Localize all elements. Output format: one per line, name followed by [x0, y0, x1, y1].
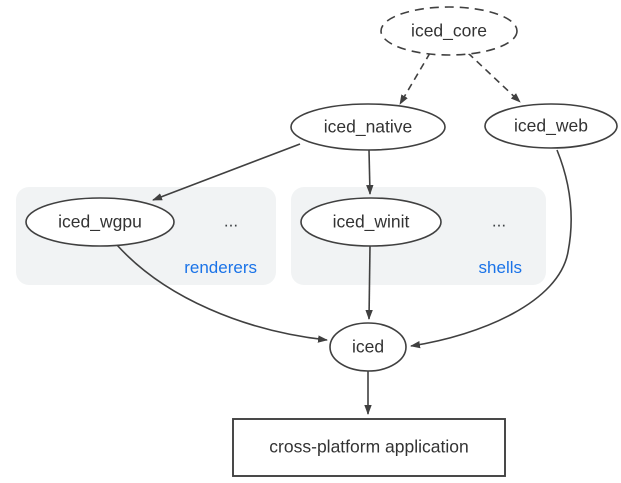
node-shape-iced-native — [290, 103, 446, 151]
node-shape-iced-core — [380, 6, 518, 56]
node-shape-iced-web — [484, 103, 618, 149]
node-label-application: cross-platform application — [269, 436, 469, 457]
node-shape-iced — [329, 322, 407, 372]
node-shape-application — [232, 418, 506, 477]
node-shape-iced-winit — [300, 197, 442, 247]
node-label-iced-native: iced_native — [323, 116, 413, 137]
edge-iced-web-to-iced — [410, 149, 572, 349]
group-label-shells: shells — [478, 258, 522, 278]
edge-iced-winit-to-iced — [365, 245, 373, 320]
edge-iced-native-to-iced-wgpu — [152, 143, 301, 201]
node-label-iced-core: iced_core — [411, 20, 487, 41]
group-label-renderers: renderers — [184, 258, 257, 278]
edge-iced-wgpu-to-iced — [116, 244, 328, 343]
node-shape-iced-wgpu — [25, 197, 175, 247]
ellipsis-renderers: ... — [223, 211, 239, 231]
node-label-iced: iced — [351, 336, 385, 357]
edge-iced-core-to-iced-native — [399, 52, 431, 105]
ellipsis-shells: ... — [491, 211, 507, 231]
node-label-iced-web: iced_web — [514, 115, 588, 136]
node-label-iced-winit: iced_winit — [332, 211, 410, 232]
node-label-iced-wgpu: iced_wgpu — [58, 211, 142, 232]
edge-iced-native-to-iced-winit — [366, 149, 374, 195]
edge-iced-core-to-iced-web — [467, 52, 521, 103]
